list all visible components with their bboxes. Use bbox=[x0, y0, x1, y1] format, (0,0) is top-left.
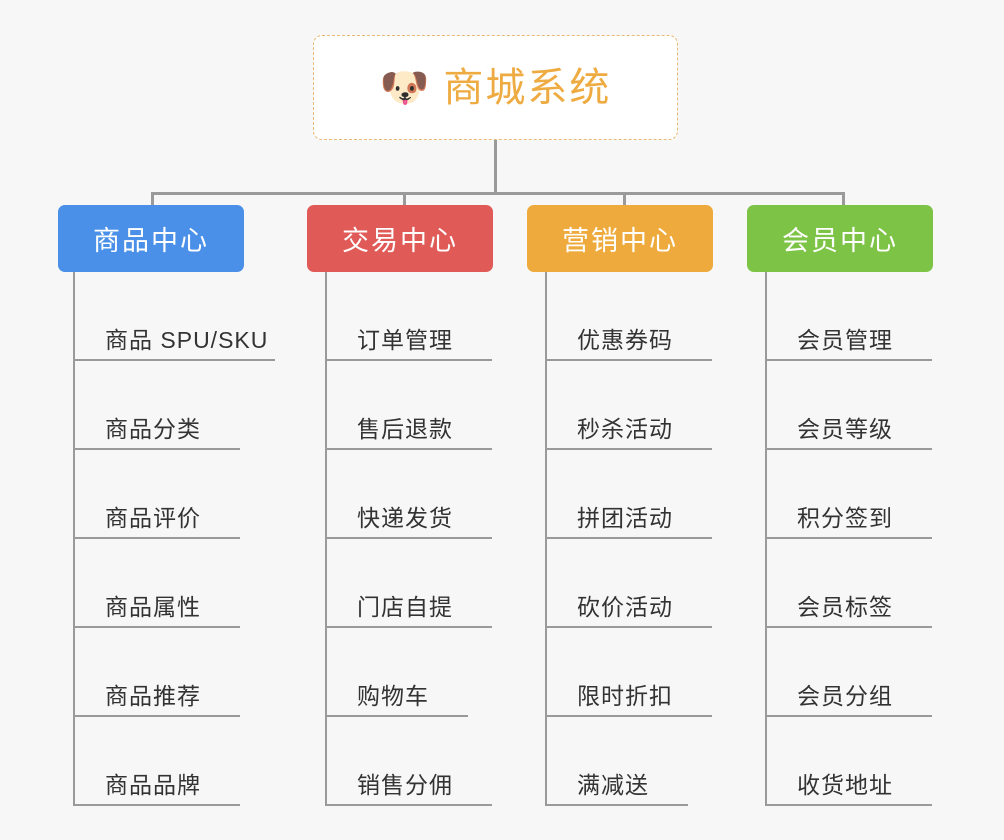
leaf-item-underline bbox=[325, 715, 468, 717]
leaf-item-underline bbox=[73, 626, 240, 628]
leaf-item-underline bbox=[545, 804, 688, 806]
leaf-item-label: 商品分类 bbox=[105, 416, 201, 442]
leaf-item-label: 会员等级 bbox=[797, 416, 893, 442]
leaf-item-label: 商品推荐 bbox=[105, 683, 201, 709]
root-node-mall-system[interactable]: 🐶 商城系统 bbox=[313, 35, 678, 140]
leaf-item[interactable]: 会员分组 bbox=[765, 628, 942, 717]
leaf-item[interactable]: 商品评价 bbox=[73, 450, 250, 539]
leaf-item-label: 商品 SPU/SKU bbox=[105, 327, 269, 353]
category-header-label: 营销中心 bbox=[562, 226, 678, 256]
column-spine-product-center bbox=[73, 272, 75, 806]
leaf-item[interactable]: 积分签到 bbox=[765, 450, 942, 539]
leaf-item[interactable]: 销售分佣 bbox=[325, 717, 502, 806]
leaf-item-label: 砍价活动 bbox=[577, 594, 673, 620]
leaf-item[interactable]: 商品品牌 bbox=[73, 717, 250, 806]
leaf-item-label: 会员标签 bbox=[797, 594, 893, 620]
leaf-item-label: 购物车 bbox=[357, 683, 429, 709]
connector-drop-marketing-center bbox=[623, 192, 626, 206]
leaf-item[interactable]: 满减送 bbox=[545, 717, 698, 806]
category-header-product-center[interactable]: 商品中心 bbox=[58, 205, 244, 272]
leaf-item[interactable]: 购物车 bbox=[325, 628, 478, 717]
leaf-item-label: 快递发货 bbox=[357, 505, 453, 531]
leaf-item-underline bbox=[765, 359, 932, 361]
leaf-item[interactable]: 商品 SPU/SKU bbox=[73, 272, 285, 361]
leaf-item-label: 会员管理 bbox=[797, 327, 893, 353]
category-header-label: 会员中心 bbox=[782, 226, 898, 256]
column-spine-member-center bbox=[765, 272, 767, 806]
leaf-item-underline bbox=[545, 715, 712, 717]
leaf-item-underline bbox=[765, 537, 932, 539]
category-header-marketing-center[interactable]: 营销中心 bbox=[527, 205, 713, 272]
leaf-item[interactable]: 订单管理 bbox=[325, 272, 502, 361]
connector-horizontal-bar bbox=[151, 192, 845, 195]
leaf-item[interactable]: 会员等级 bbox=[765, 361, 942, 450]
leaf-item[interactable]: 快递发货 bbox=[325, 450, 502, 539]
leaf-item[interactable]: 会员标签 bbox=[765, 539, 942, 628]
leaf-item-label: 销售分佣 bbox=[357, 772, 453, 798]
connector-drop-member-center bbox=[842, 192, 845, 206]
leaf-item-underline bbox=[325, 448, 492, 450]
leaf-item-label: 商品评价 bbox=[105, 505, 201, 531]
connector-root-stem bbox=[494, 140, 497, 195]
leaf-item-underline bbox=[765, 626, 932, 628]
leaf-item-label: 售后退款 bbox=[357, 416, 453, 442]
column-spine-trade-center bbox=[325, 272, 327, 806]
leaf-item-label: 限时折扣 bbox=[577, 683, 673, 709]
leaf-item[interactable]: 拼团活动 bbox=[545, 450, 722, 539]
leaf-item-underline bbox=[765, 448, 932, 450]
leaf-item[interactable]: 优惠券码 bbox=[545, 272, 722, 361]
category-header-label: 交易中心 bbox=[342, 226, 458, 256]
leaf-item-underline bbox=[545, 359, 712, 361]
shiba-dog-face-icon: 🐶 bbox=[379, 65, 430, 110]
leaf-item-underline bbox=[73, 537, 240, 539]
leaf-item[interactable]: 商品属性 bbox=[73, 539, 250, 628]
leaf-item-label: 门店自提 bbox=[357, 594, 453, 620]
leaf-item-label: 积分签到 bbox=[797, 505, 893, 531]
leaf-item-underline bbox=[545, 626, 712, 628]
leaf-item[interactable]: 门店自提 bbox=[325, 539, 502, 628]
leaf-item-underline bbox=[325, 359, 492, 361]
leaf-item[interactable]: 砍价活动 bbox=[545, 539, 722, 628]
leaf-item[interactable]: 会员管理 bbox=[765, 272, 942, 361]
leaf-item-label: 商品属性 bbox=[105, 594, 201, 620]
leaf-item-underline bbox=[325, 626, 492, 628]
leaf-item-label: 收货地址 bbox=[797, 772, 893, 798]
leaf-item[interactable]: 商品分类 bbox=[73, 361, 250, 450]
column-spine-marketing-center bbox=[545, 272, 547, 806]
leaf-item-underline bbox=[545, 537, 712, 539]
leaf-item-label: 满减送 bbox=[577, 772, 649, 798]
leaf-item[interactable]: 秒杀活动 bbox=[545, 361, 722, 450]
leaf-item[interactable]: 限时折扣 bbox=[545, 628, 722, 717]
category-header-member-center[interactable]: 会员中心 bbox=[747, 205, 933, 272]
leaf-item[interactable]: 收货地址 bbox=[765, 717, 942, 806]
leaf-item[interactable]: 商品推荐 bbox=[73, 628, 250, 717]
leaf-item-underline bbox=[765, 804, 932, 806]
leaf-item-underline bbox=[73, 715, 240, 717]
leaf-item-underline bbox=[73, 359, 275, 361]
leaf-item-label: 拼团活动 bbox=[577, 505, 673, 531]
leaf-item-underline bbox=[73, 448, 240, 450]
leaf-item-label: 会员分组 bbox=[797, 683, 893, 709]
leaf-item-underline bbox=[73, 804, 240, 806]
leaf-item-underline bbox=[325, 804, 492, 806]
leaf-item-label: 优惠券码 bbox=[577, 327, 673, 353]
connector-drop-product-center bbox=[151, 192, 154, 206]
leaf-item-label: 秒杀活动 bbox=[577, 416, 673, 442]
leaf-item-label: 商品品牌 bbox=[105, 772, 201, 798]
root-node-title: 商城系统 bbox=[443, 65, 612, 110]
category-header-label: 商品中心 bbox=[93, 226, 209, 256]
leaf-item-underline bbox=[325, 537, 492, 539]
leaf-item-underline bbox=[545, 448, 712, 450]
connector-drop-trade-center bbox=[403, 192, 406, 206]
category-header-trade-center[interactable]: 交易中心 bbox=[307, 205, 493, 272]
leaf-item[interactable]: 售后退款 bbox=[325, 361, 502, 450]
leaf-item-label: 订单管理 bbox=[357, 327, 453, 353]
leaf-item-underline bbox=[765, 715, 932, 717]
